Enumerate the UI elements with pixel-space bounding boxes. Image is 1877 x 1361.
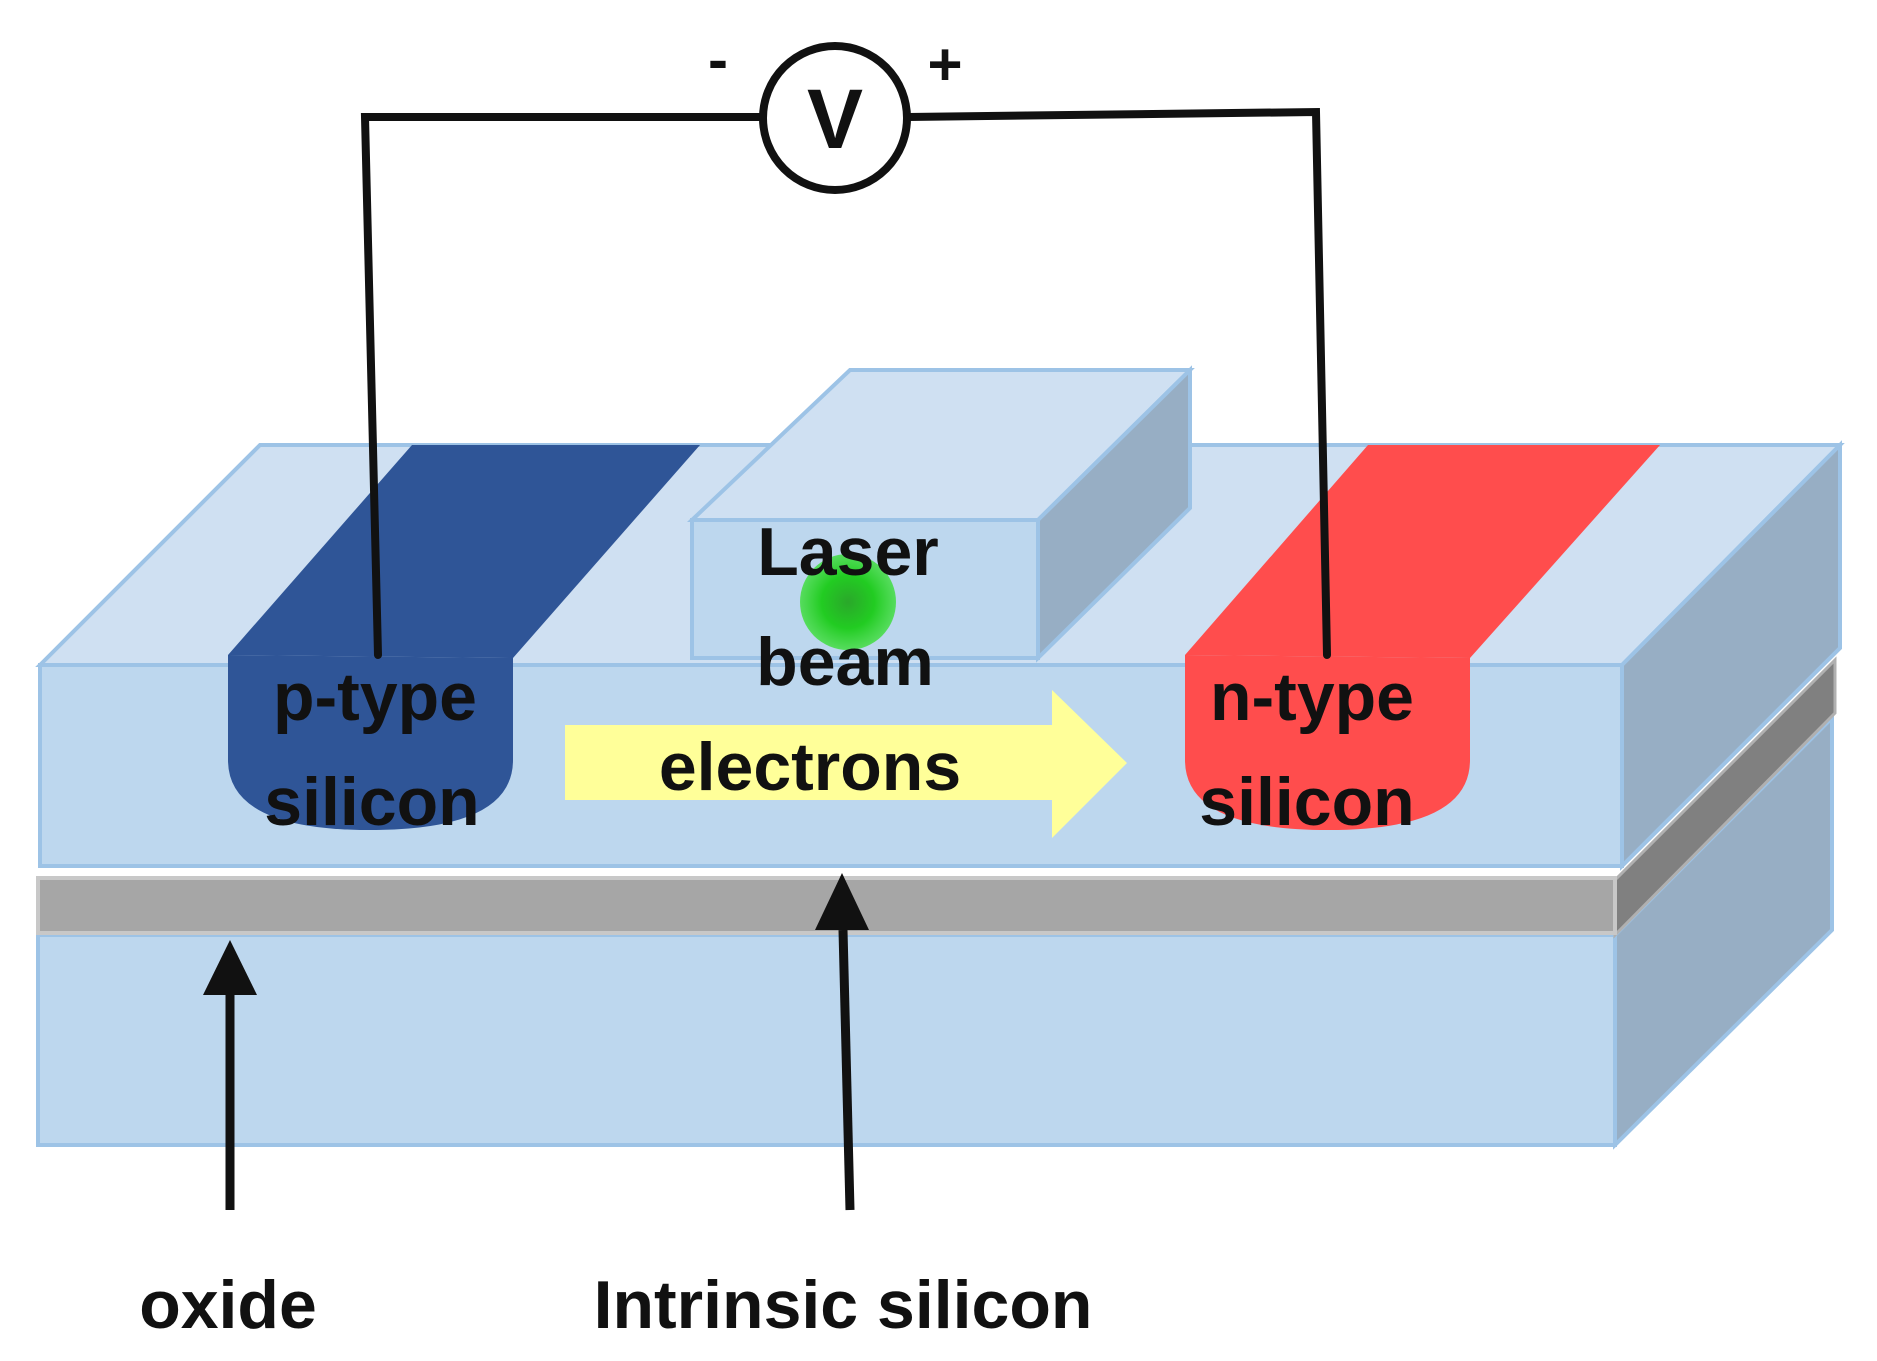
oxide-callout-arrowhead	[203, 940, 257, 995]
electron-arrow	[565, 690, 1127, 838]
beam-label: beam	[756, 624, 934, 700]
wire-right	[904, 107, 1331, 659]
n-type-label: n-type	[1210, 659, 1414, 735]
p-type-front	[228, 655, 513, 830]
intrinsic-callout-line	[838, 929, 855, 1211]
circuit-wires	[360, 107, 1331, 659]
n-type-top	[1185, 445, 1660, 658]
laser-label: Laser	[757, 514, 938, 590]
p-type-label-line2: silicon	[264, 764, 479, 840]
n-type-label-line2: silicon	[1199, 764, 1414, 840]
intrinsic-callout	[815, 873, 869, 1211]
voltmeter-symbol: V	[807, 72, 863, 166]
intrinsic-silicon-label: Intrinsic silicon	[594, 1267, 1093, 1343]
electrons-label: electrons	[659, 729, 961, 805]
voltmeter-minus: -	[708, 26, 728, 93]
voltmeter: V - +	[708, 26, 963, 194]
p-type-region	[228, 445, 700, 830]
wire-left	[360, 113, 766, 659]
substrate-front	[36, 933, 1617, 1147]
p-type-top	[228, 445, 700, 658]
voltmeter-circle	[759, 42, 911, 194]
p-type-label: p-type	[273, 659, 477, 735]
voltmeter-plus: +	[927, 31, 962, 98]
substrate-slab	[36, 713, 1834, 1150]
n-type-front	[1185, 655, 1470, 830]
oxide-callout	[203, 940, 257, 1210]
intrinsic-callout-arrowhead	[815, 873, 869, 930]
n-type-region	[1185, 445, 1660, 830]
oxide-label: oxide	[139, 1267, 317, 1343]
laser-spot	[800, 554, 896, 650]
